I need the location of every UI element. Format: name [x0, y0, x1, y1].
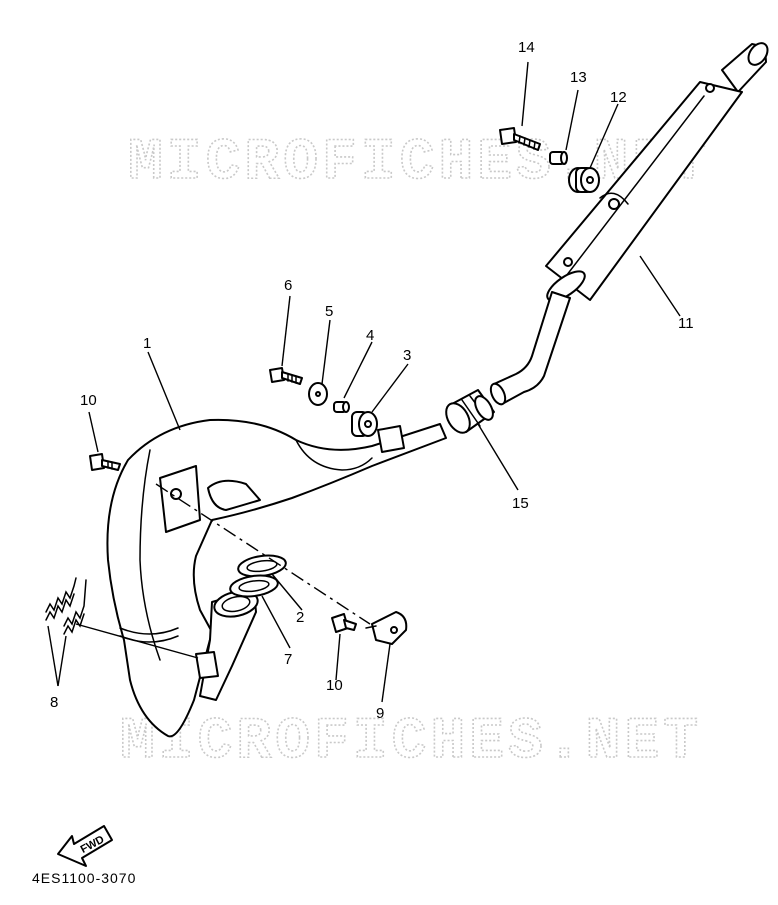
collar-part-4[interactable] — [333, 401, 350, 413]
callout-6: 6 — [284, 277, 292, 294]
callout-5: 5 — [325, 303, 333, 320]
silencer-part-11[interactable] — [488, 40, 772, 407]
diagram-code: 4ES1100-3070 — [32, 870, 136, 886]
callout-2: 2 — [296, 609, 304, 626]
gasket-part-7[interactable] — [229, 573, 279, 599]
bolt-part-6[interactable] — [269, 367, 303, 385]
joint-part-15[interactable] — [441, 389, 496, 437]
callout-14: 14 — [518, 39, 535, 56]
callout-10-lower: 10 — [326, 677, 343, 694]
callout-1: 1 — [143, 335, 151, 352]
callout-4: 4 — [366, 327, 374, 344]
bolt-part-10-upper[interactable] — [89, 453, 121, 471]
callout-3: 3 — [403, 347, 411, 364]
callout-9: 9 — [376, 705, 384, 722]
callout-13: 13 — [570, 69, 587, 86]
damper-part-3[interactable] — [351, 411, 378, 437]
callout-15: 15 — [512, 495, 529, 512]
damper-part-12[interactable] — [568, 167, 600, 193]
watermark-bottom: MICROFICHES.NET — [120, 710, 702, 775]
springs-part-8[interactable] — [45, 577, 87, 635]
callout-10-upper: 10 — [80, 392, 97, 409]
exhaust-pipe-part-1[interactable] — [106, 418, 447, 738]
bracket-part-9[interactable] — [365, 611, 408, 645]
collar-part-13[interactable] — [549, 151, 568, 165]
callout-8: 8 — [50, 694, 58, 711]
washer-part-5[interactable] — [308, 382, 328, 406]
callout-7: 7 — [284, 651, 292, 668]
callout-12: 12 — [610, 89, 627, 106]
fwd-arrow-icon: FWD — [57, 825, 113, 867]
watermark-top: MICROFICHES.NET — [128, 131, 710, 196]
callout-11: 11 — [678, 315, 694, 332]
bolt-part-14[interactable] — [499, 127, 541, 151]
leader-lines — [47, 61, 681, 703]
callout-labels: 1 2 3 4 5 6 7 8 9 10 10 11 12 13 14 15 — [50, 39, 694, 722]
bolt-part-10-lower[interactable] — [331, 613, 357, 633]
